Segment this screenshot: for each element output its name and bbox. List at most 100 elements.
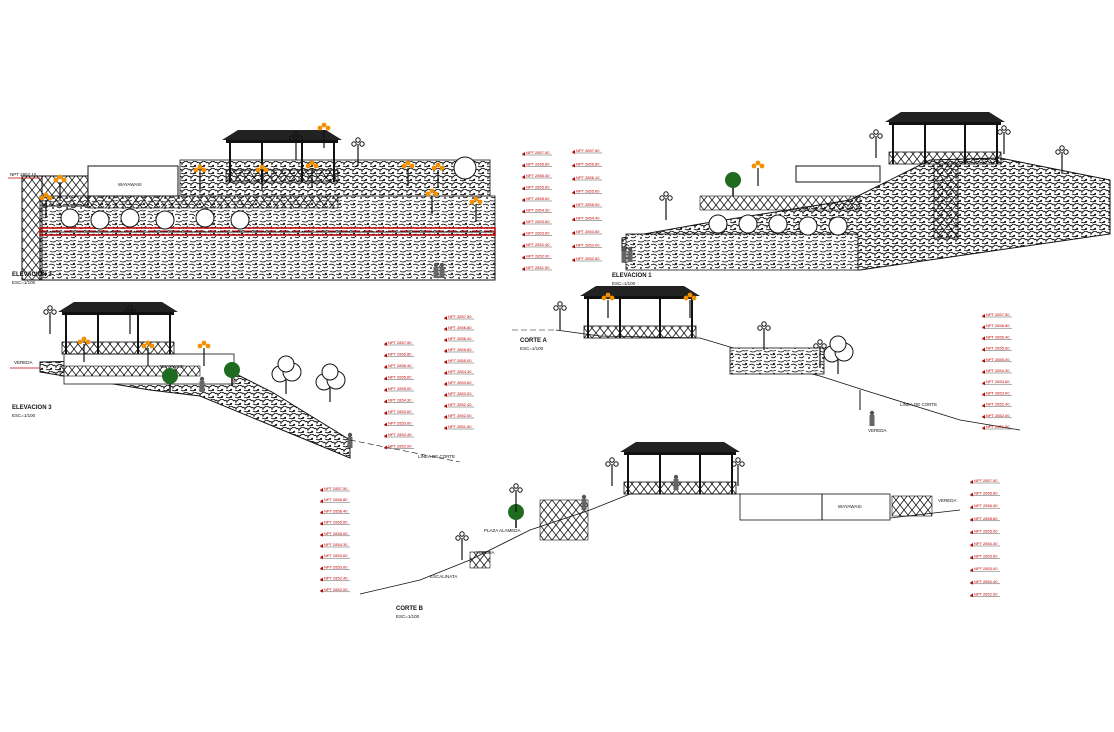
level-label: NPT 2853.00 [388,421,412,426]
level-marker [982,370,985,374]
level-marker [572,244,575,249]
level-label: NPT 2853.00 [576,243,600,248]
level-marker [572,204,575,208]
level-marker [982,403,985,408]
level-marker [320,566,323,571]
level-marker [982,381,985,386]
level-marker [982,358,985,363]
level-label: NPT 2853.60 [526,219,550,224]
level-marker [444,360,447,364]
level-marker [522,186,525,191]
elev3-vereda: VEREDA [14,360,33,365]
level-marker [970,530,973,535]
level-label: NPT 2855.60 [324,520,348,525]
level-marker [384,342,387,346]
level-marker [572,150,575,154]
level-label: NPT 2857.50 [526,150,550,155]
level-marker [522,267,525,271]
level-marker [320,588,323,593]
level-marker [320,499,323,504]
level-marker [982,414,985,419]
level-marker [444,393,447,397]
corte-b-plaza: PLAZA ALAMEDA [484,528,521,533]
level-marker [982,314,985,318]
level-label: NPT 2856.10 [576,175,600,180]
corte-b-escalinata: ESCALINATA [430,574,457,579]
level-label: NPT 2854.30 [526,208,550,213]
elev2-scale: ESC=1/100 [12,280,36,285]
level-label: NPT 2857.50 [986,312,1010,317]
level-marker [970,593,973,598]
level-label: NPT 2853.00 [448,391,472,396]
level-label: NPT 2855.60 [388,375,412,380]
level-label: NPT 2856.40 [974,503,998,508]
corte-b-vereda2: VEREDA [476,550,495,555]
level-label: NPT 2857.50 [974,478,998,483]
level-marker [444,371,447,375]
level-label: NPT 2853.00 [324,564,348,569]
level-label: NPT 2851.50 [448,424,472,429]
level-label: NPT 2854.30 [974,541,998,546]
level-label: NPT 2855.00 [526,196,550,201]
level-marker [522,255,525,260]
level-marker [444,338,447,342]
level-marker [384,422,387,427]
level-marker [444,426,447,430]
level-label: NPT 2854.30 [324,542,348,547]
level-marker [572,217,575,222]
level-marker [444,316,447,320]
elevation-1-drawing: ELEVACION 1 ESC=1/100 [612,111,1111,286]
level-label: NPT 2857.50 [324,486,348,491]
level-label: NPT 2852.40 [974,579,998,584]
level-marker [522,244,525,248]
level-label: NPT 2855.60 [526,185,550,190]
level-marker [444,382,447,386]
level-marker [384,388,387,392]
level-label: NPT 2856.80 [324,497,348,502]
elevation-3-drawing: WAYAWASI LINEA DE CORTE VEREDA ELEVACION… [10,301,461,463]
level-marker [384,434,387,438]
level-marker [320,521,323,526]
corte-a-title: CORTE A [520,338,547,344]
level-label: NPT 2856.80 [974,491,998,496]
level-marker [970,555,973,560]
level-marker [982,325,985,330]
level-label: NPT 2853.60 [974,554,998,559]
level-marker [572,258,575,262]
level-marker [982,426,985,430]
level-marker [572,177,575,181]
level-label: NPT 2854.40 [576,216,600,221]
level-marker [982,347,985,352]
elev3-title: ELEVACION 3 [12,405,52,411]
elev2-sign-text: WAYAWASI [118,182,142,187]
level-label: NPT 2855.60 [974,516,998,521]
level-marker [572,163,575,168]
corte-b-sign-text: WAYAWASI [838,504,862,509]
level-label: NPT 2853.80 [576,229,600,234]
level-marker [970,517,973,522]
level-marker [522,221,525,225]
level-marker [444,327,447,331]
elev1-title: ELEVACION 1 [612,273,652,279]
level-marker [522,163,525,168]
level-marker [522,175,525,179]
level-marker [384,411,387,415]
level-label: NPT 2851.50 [986,424,1010,429]
level-marker [320,532,323,537]
level-marker [970,580,973,585]
level-marker [982,336,985,341]
level-marker [320,555,323,560]
level-label: NPT 2857.50 [448,314,472,319]
level-label: NPT 2852.40 [986,402,1010,407]
level-label: NPT 2855.00 [448,358,472,363]
corte-b-drawing: WAYAWASI PLAZA ALAMEDA ESCALINATA VEREDA… [359,441,961,619]
level-label: NPT 2857.50 [388,340,412,345]
level-marker [970,480,973,484]
level-label: NPT 2855.00 [576,202,600,207]
level-marker [384,445,387,450]
level-label: NPT 2852.00 [526,254,550,259]
level-label: NPT 2852.00 [448,413,472,418]
corte-a-drawing: VEREDA LINEA DE CORTE CORTE A ESC=1/100 [512,285,1021,433]
